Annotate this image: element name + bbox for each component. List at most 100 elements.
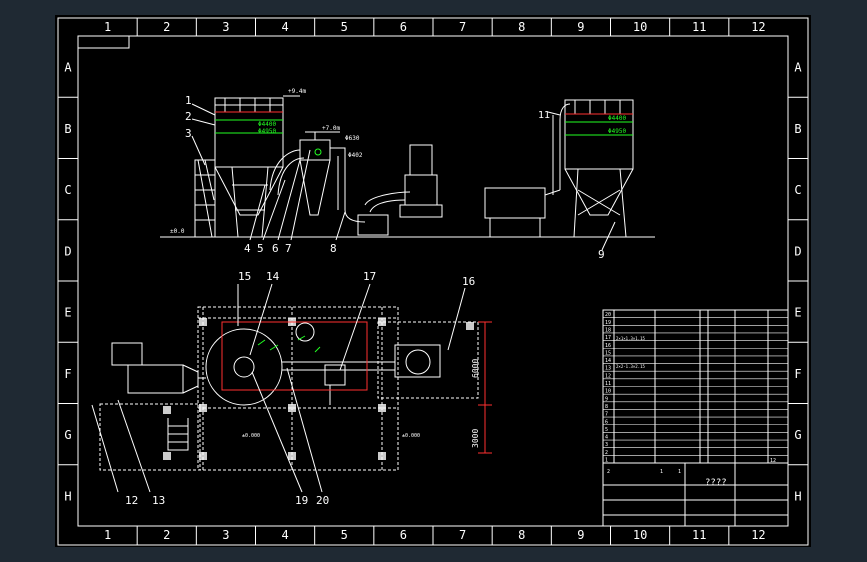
classifier-plan-stack xyxy=(111,342,143,366)
column-label: 6 xyxy=(400,20,407,34)
leader-line xyxy=(601,221,616,251)
dim-3000: 3000 xyxy=(471,429,480,448)
leader-line xyxy=(117,399,151,493)
row-label: H xyxy=(64,489,71,503)
column-label: 12 xyxy=(751,528,765,542)
cyclone-cone xyxy=(299,159,331,216)
part-number-12: 12 xyxy=(125,494,138,507)
plan-building-outline xyxy=(197,306,399,471)
column-label: 12 xyxy=(751,20,765,34)
drawing-sheet xyxy=(55,15,811,547)
row-label: F xyxy=(64,367,71,381)
plan-view xyxy=(99,306,479,471)
cyclone-plan xyxy=(295,322,315,342)
plan-dimensions-red xyxy=(221,321,492,454)
row-label: A xyxy=(794,61,802,75)
mill-base xyxy=(399,204,443,218)
part-number-13: 13 xyxy=(152,494,165,507)
part-number-11: 11 xyxy=(538,110,550,121)
part-number-5: 5 xyxy=(257,242,264,255)
row-label: G xyxy=(64,428,71,442)
part-number-20: 20 xyxy=(316,494,329,507)
part-number-1: 1 xyxy=(185,94,192,107)
filter-size-label: Φ4950 xyxy=(608,128,626,135)
mill-plan-housing xyxy=(394,344,441,378)
column-label: 3 xyxy=(222,20,229,34)
row-label: E xyxy=(794,306,801,320)
footer-number: 12 xyxy=(770,458,776,464)
column-pad xyxy=(378,404,386,412)
filter-plan-inner xyxy=(233,356,255,378)
column-pad xyxy=(288,452,296,460)
leader-line xyxy=(251,371,303,493)
plan-stair xyxy=(167,418,189,451)
leader-line xyxy=(262,179,286,241)
row-label: B xyxy=(64,122,71,136)
row-label: C xyxy=(794,183,801,197)
plan-leaders xyxy=(91,283,466,493)
column-pad xyxy=(163,406,171,414)
row-label: H xyxy=(794,489,801,503)
parts-row-number: 3 xyxy=(605,442,608,448)
column-pad xyxy=(199,404,207,412)
classifier-plan-hood xyxy=(182,364,199,394)
title-text: ???? xyxy=(705,478,727,488)
row-label: C xyxy=(64,183,71,197)
mill-duct xyxy=(330,147,366,223)
dim-6000: 6000 xyxy=(471,359,480,378)
right-filter-leg xyxy=(619,168,627,238)
level-label-top: +9.4m xyxy=(288,88,306,95)
part-number-15: 15 xyxy=(238,270,251,283)
footer-number: 1 xyxy=(660,469,663,475)
plan-component xyxy=(324,364,346,386)
parts-row-number: 8 xyxy=(605,404,608,410)
rising-duct xyxy=(277,157,305,196)
leader-line xyxy=(290,149,311,241)
elevation-dim-red xyxy=(215,111,633,115)
green-marker xyxy=(257,335,321,353)
column-label: 6 xyxy=(400,528,407,542)
stair-flight xyxy=(197,159,215,238)
parts-row-number: 10 xyxy=(605,389,611,395)
column-label: 10 xyxy=(633,528,647,542)
leader-line xyxy=(191,118,216,126)
red-area-outline xyxy=(221,321,368,391)
plan-right-area xyxy=(377,321,479,399)
column-label: 3 xyxy=(222,528,229,542)
mill-feed-duct xyxy=(364,191,411,206)
mill-feed-duct xyxy=(369,199,406,213)
leader-line xyxy=(286,367,323,493)
leader-line xyxy=(191,103,216,116)
parts-row-number: 2 xyxy=(605,450,608,456)
parts-row-number: 15 xyxy=(605,350,611,356)
part-number-7: 7 xyxy=(285,242,292,255)
leader-line xyxy=(339,283,371,371)
corner-label-box xyxy=(77,35,130,49)
leader-line xyxy=(547,111,561,116)
column-label: 9 xyxy=(577,20,584,34)
plan-level-label: ±0.000 xyxy=(402,433,420,439)
classifier-base xyxy=(489,217,541,238)
parts-row-number: 14 xyxy=(605,358,611,364)
fan-unit xyxy=(357,214,389,236)
right-filter-leg xyxy=(573,168,579,238)
duct-size-label: Φ402 xyxy=(348,152,363,159)
column-label: 1 xyxy=(104,528,111,542)
parts-row-number: 9 xyxy=(605,396,608,402)
filter-size-label: Φ4950 xyxy=(258,128,276,135)
right-filter-bracing xyxy=(577,189,621,216)
column-pad xyxy=(288,404,296,412)
left-filter-leg xyxy=(231,166,239,238)
elevation-leaders xyxy=(191,103,616,251)
column-label: 5 xyxy=(341,20,348,34)
leader-line xyxy=(335,211,346,241)
leader-line xyxy=(277,159,301,241)
column-label: 8 xyxy=(518,20,525,34)
column-label: 11 xyxy=(692,20,706,34)
column-pad xyxy=(199,318,207,326)
